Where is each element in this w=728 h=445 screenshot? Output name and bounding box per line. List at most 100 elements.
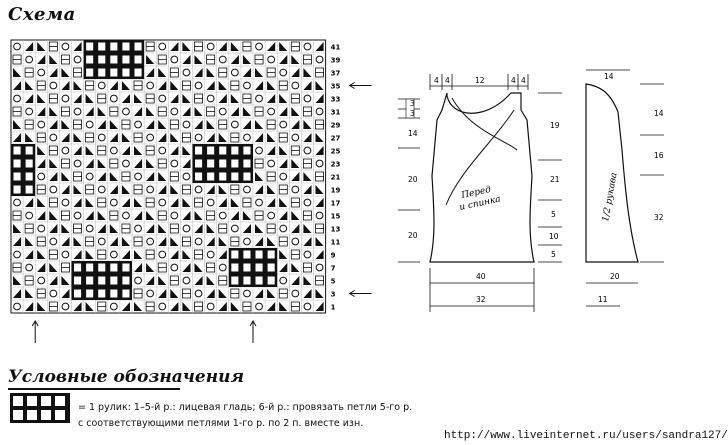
decrease-right-symbol <box>37 263 46 272</box>
decrease-left-symbol <box>49 263 58 272</box>
roll-cell <box>25 146 33 155</box>
decrease-left-symbol <box>267 81 276 90</box>
yarn-over-symbol <box>158 146 167 155</box>
roll-cell <box>122 55 130 64</box>
yarn-over-symbol <box>13 198 21 207</box>
right-dim-3: 5 <box>551 210 556 219</box>
decrease-left-symbol <box>158 120 167 129</box>
yarn-over-symbol <box>291 81 300 90</box>
decrease-right-symbol <box>267 302 276 311</box>
decrease-right-symbol <box>267 146 276 155</box>
yarn-over-symbol <box>182 120 191 129</box>
roll-cell <box>98 276 106 285</box>
decrease-left-symbol <box>255 224 264 233</box>
yarn-over-symbol <box>303 42 312 51</box>
decrease-left-symbol <box>182 250 191 259</box>
decrease-right-symbol <box>49 120 58 129</box>
roll-cell <box>243 263 251 272</box>
decrease-left-symbol <box>13 120 22 129</box>
yarn-over-symbol <box>279 172 288 181</box>
decrease-left-symbol <box>13 224 22 233</box>
yarn-over-symbol <box>279 120 288 129</box>
column-arrow-head <box>249 320 257 327</box>
decrease-left-symbol <box>146 159 155 168</box>
yarn-over-symbol <box>109 250 118 259</box>
decrease-left-symbol <box>37 250 46 259</box>
decrease-left-symbol <box>73 237 82 246</box>
decrease-right-symbol <box>206 81 215 90</box>
yarn-over-symbol <box>49 81 58 90</box>
yarn-over-symbol <box>230 120 239 129</box>
yarn-over-symbol <box>194 237 203 246</box>
decrease-left-symbol <box>194 107 203 116</box>
roll-cell <box>86 263 94 272</box>
decrease-right-symbol <box>291 224 300 233</box>
yarn-over-symbol <box>61 42 70 51</box>
yarn-over-symbol <box>267 159 276 168</box>
decrease-left-symbol <box>267 237 276 246</box>
decrease-right-symbol <box>158 133 167 142</box>
roll-cell <box>267 276 275 285</box>
decrease-left-symbol <box>291 55 300 64</box>
decrease-left-symbol <box>146 107 155 116</box>
decrease-right-symbol <box>230 107 239 116</box>
decrease-left-symbol <box>109 120 118 129</box>
decrease-right-symbol <box>13 237 22 246</box>
decrease-left-symbol <box>49 159 58 168</box>
sleeve-dim-3: 16 <box>654 151 664 160</box>
roll-cell <box>98 42 106 51</box>
yarn-over-symbol <box>255 42 263 51</box>
roll-cell <box>255 263 263 272</box>
roll-cell <box>98 289 106 298</box>
decrease-left-symbol <box>242 211 251 220</box>
roll-cell <box>110 263 118 272</box>
yarn-over-symbol <box>182 68 191 77</box>
decrease-right-symbol <box>109 133 118 142</box>
decrease-right-symbol <box>85 211 94 220</box>
yarn-over-symbol <box>61 198 70 207</box>
yarn-over-symbol <box>243 81 251 90</box>
decrease-right-symbol <box>121 198 130 207</box>
decrease-left-symbol <box>279 94 288 103</box>
yarn-over-symbol <box>61 94 70 103</box>
decrease-right-symbol <box>25 302 34 311</box>
yarn-over-symbol <box>73 107 82 116</box>
decrease-right-symbol <box>218 94 227 103</box>
decrease-right-symbol <box>146 224 155 233</box>
decrease-left-symbol <box>49 211 58 220</box>
yarn-over-symbol <box>267 107 276 116</box>
decrease-right-symbol <box>303 81 312 90</box>
row-number: 1 <box>331 304 336 312</box>
decrease-left-symbol <box>49 107 58 116</box>
decrease-right-symbol <box>315 250 324 259</box>
decrease-left-symbol <box>97 211 106 220</box>
decrease-left-symbol <box>134 146 143 155</box>
decrease-right-symbol <box>49 172 58 181</box>
decrease-left-symbol <box>61 276 70 285</box>
bottom-dim-1: 40 <box>476 272 486 281</box>
row-number: 5 <box>331 278 336 286</box>
yarn-over-symbol <box>13 250 21 259</box>
right-dim-5: 5 <box>551 250 556 259</box>
row-number: 29 <box>331 122 341 130</box>
yarn-over-symbol <box>243 237 251 246</box>
decrease-right-symbol <box>97 172 106 181</box>
decrease-right-symbol <box>37 107 46 116</box>
roll-cell <box>267 263 275 272</box>
decrease-left-symbol <box>109 224 118 233</box>
decrease-right-symbol <box>170 302 179 311</box>
roll-cell <box>195 172 203 181</box>
yarn-over-symbol <box>134 224 142 233</box>
decrease-right-symbol <box>303 289 312 298</box>
yarn-over-symbol <box>109 302 118 311</box>
yarn-over-symbol <box>170 159 179 168</box>
yarn-over-symbol <box>279 68 288 77</box>
yarn-over-symbol <box>49 289 58 298</box>
decrease-right-symbol <box>109 185 118 194</box>
decrease-right-symbol <box>146 276 155 285</box>
decrease-left-symbol <box>25 133 34 142</box>
yarn-over-symbol <box>146 133 155 142</box>
roll-cell <box>74 289 82 298</box>
decrease-left-symbol <box>170 81 179 90</box>
decrease-left-symbol <box>134 198 143 207</box>
